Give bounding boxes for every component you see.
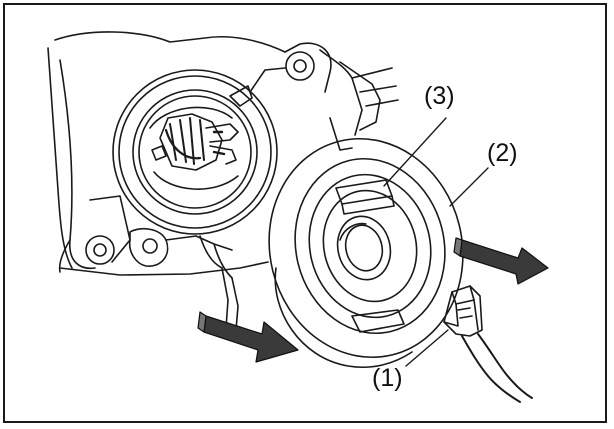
callout-label-2: (2) — [487, 139, 518, 167]
arrow-right-icon — [459, 239, 549, 285]
socket-cover — [268, 137, 464, 369]
callout-label-3: (3) — [424, 82, 455, 110]
connector — [443, 285, 533, 403]
callout-label-1: (1) — [372, 364, 403, 392]
bulb-socket-icon — [112, 69, 278, 235]
arrow-left-icon — [203, 315, 299, 363]
headlamp-housing — [47, 31, 399, 331]
diagram-frame — [3, 3, 607, 423]
leader-lines — [383, 117, 489, 367]
arrow-icon — [197, 237, 549, 363]
